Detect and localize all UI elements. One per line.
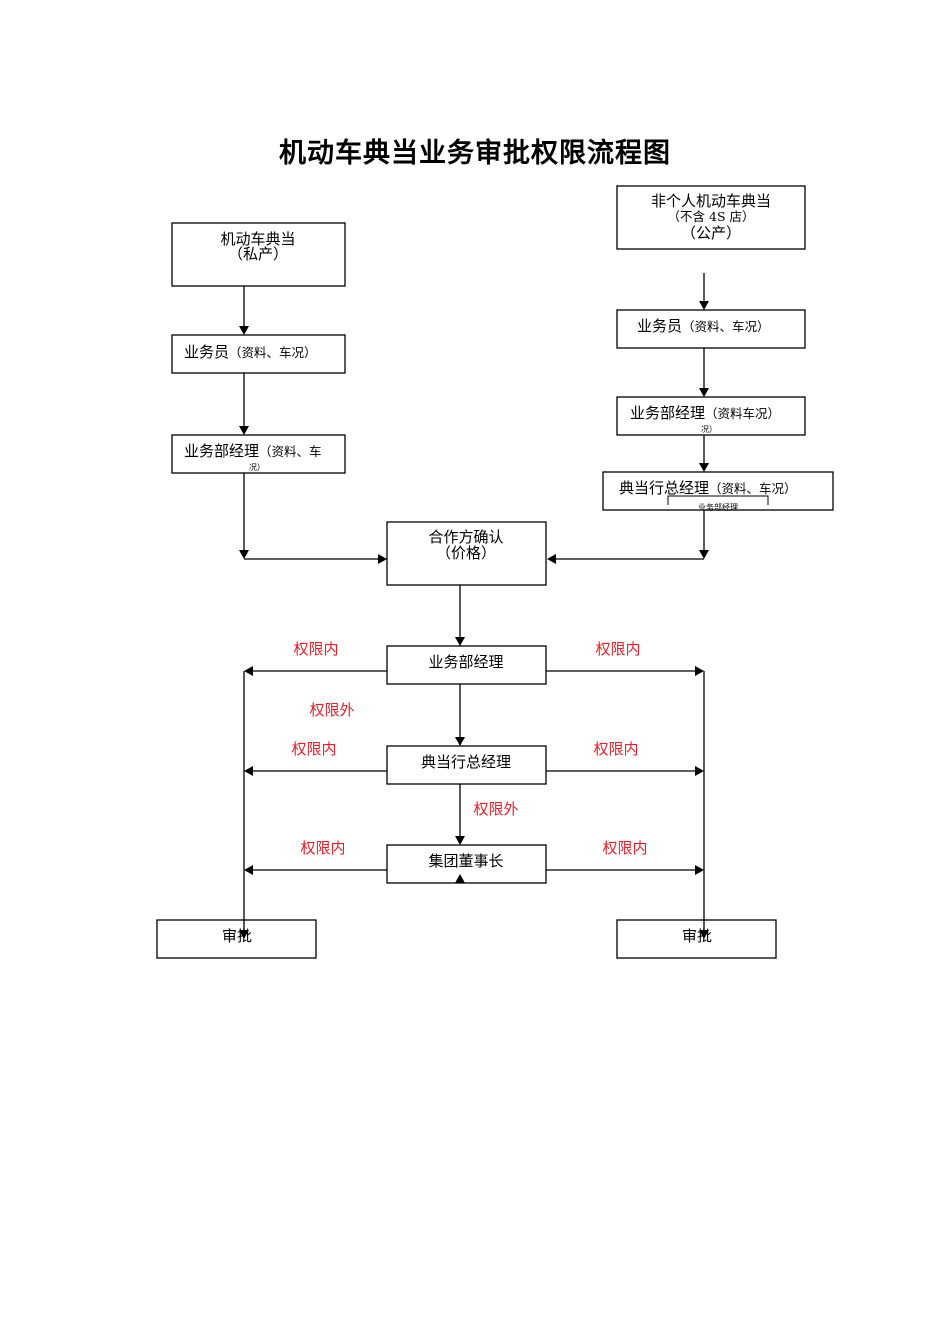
node-box bbox=[616, 185, 806, 250]
label-within-authority: 权限内 bbox=[300, 839, 345, 857]
node-label: 非个人机动车典当 bbox=[651, 192, 771, 210]
node-label-overflow: 业务部经理 bbox=[698, 502, 738, 512]
node-center-general-manager: 典当行总经理 bbox=[386, 745, 547, 785]
arrow-right-icon bbox=[695, 666, 704, 676]
arrow-down-icon bbox=[239, 550, 249, 559]
arrow-down-icon bbox=[699, 388, 709, 397]
node-left-dept-manager: 业务部经理（资料、车 况） bbox=[171, 434, 346, 474]
node-box bbox=[602, 471, 834, 511]
label-within-authority: 权限内 bbox=[593, 740, 638, 758]
arrow-right-icon bbox=[378, 554, 387, 564]
arrow-down-icon bbox=[455, 836, 465, 845]
node-box bbox=[171, 222, 346, 287]
node-box bbox=[386, 521, 547, 586]
node-sublabel: （公产） bbox=[681, 224, 741, 242]
node-label: 业务部经理（资料、车 bbox=[184, 442, 322, 460]
node-box bbox=[171, 334, 346, 374]
arrow-down-icon bbox=[455, 637, 465, 646]
arrow-left-icon bbox=[244, 766, 253, 776]
node-box bbox=[386, 745, 547, 785]
node-box bbox=[616, 919, 777, 959]
node-box bbox=[386, 844, 547, 884]
node-sublabel: （不含 4S 店） bbox=[668, 209, 755, 224]
node-label: 典当行总经理（资料、车况） bbox=[619, 479, 797, 497]
node-group-chairman: 集团董事长 bbox=[386, 844, 547, 884]
arrow-down-icon bbox=[699, 930, 709, 939]
arrow-left-icon bbox=[547, 554, 556, 564]
arrow-down-icon bbox=[699, 550, 709, 559]
node-right-general-manager: 典当行总经理（资料、车况） 业务部经理 bbox=[602, 471, 834, 512]
arrow-down-icon bbox=[699, 301, 709, 310]
node-private-vehicle-pawn: 机动车典当 （私产） bbox=[171, 222, 346, 287]
node-right-dept-manager: 业务部经理（资料车况） 况） bbox=[616, 396, 806, 436]
label-within-authority: 权限内 bbox=[293, 640, 338, 658]
label-beyond-authority: 权限外 bbox=[473, 800, 518, 818]
node-label: 合作方确认 bbox=[428, 528, 503, 546]
page-title: 机动车典当业务审批权限流程图 bbox=[279, 138, 671, 169]
embedded-frame bbox=[667, 495, 769, 505]
node-box bbox=[171, 434, 346, 474]
node-label-main: 业务部经理 bbox=[630, 404, 705, 422]
node-label-detail: （资料车况） bbox=[705, 406, 780, 421]
node-label-overflow: 况） bbox=[249, 463, 265, 472]
arrow-right-icon bbox=[695, 766, 704, 776]
node-partner-confirmation: 合作方确认 （价格） bbox=[386, 521, 547, 586]
arrow-left-icon bbox=[244, 666, 253, 676]
node-label-main: 业务员 bbox=[637, 317, 682, 335]
arrow-down-icon bbox=[239, 426, 249, 435]
node-approval-right: 审批 bbox=[616, 919, 777, 959]
node-label-detail: （资料、车况） bbox=[682, 319, 770, 334]
label-within-authority: 权限内 bbox=[602, 839, 647, 857]
label-within-authority: 权限内 bbox=[595, 640, 640, 658]
node-label: 业务部经理（资料车况） bbox=[630, 404, 780, 422]
node-sublabel: （私产） bbox=[228, 245, 288, 263]
node-box bbox=[616, 309, 806, 349]
node-nonprivate-vehicle-pawn: 非个人机动车典当 （不含 4S 店） （公产） bbox=[616, 185, 806, 250]
node-sublabel: （价格） bbox=[436, 544, 496, 562]
arrow-down-icon bbox=[239, 326, 249, 335]
node-left-clerk: 业务员（资料、车况） bbox=[171, 334, 346, 374]
node-label-detail: （资料、车况） bbox=[709, 481, 797, 496]
node-label: 业务员（资料、车况） bbox=[184, 343, 317, 361]
label-within-authority: 权限内 bbox=[291, 740, 336, 758]
node-label: 业务员（资料、车况） bbox=[637, 317, 770, 335]
arrow-right-icon bbox=[695, 865, 704, 875]
node-label-detail: （资料、车况） bbox=[229, 345, 317, 360]
node-label: 集团董事长 bbox=[428, 852, 503, 870]
node-center-dept-manager: 业务部经理 bbox=[386, 645, 547, 685]
node-label-detail: （资料、车 bbox=[259, 444, 322, 459]
node-label-overflow: 况） bbox=[701, 425, 717, 434]
node-label: 审批 bbox=[222, 927, 252, 945]
arrow-down-icon bbox=[239, 930, 249, 939]
node-label-main: 典当行总经理 bbox=[619, 479, 709, 497]
node-approval-left: 审批 bbox=[156, 919, 317, 959]
node-label: 典当行总经理 bbox=[421, 753, 511, 771]
arrow-down-icon bbox=[455, 737, 465, 746]
arrow-left-icon bbox=[244, 865, 253, 875]
node-label-main: 业务部经理 bbox=[184, 442, 259, 460]
node-label: 审批 bbox=[682, 927, 712, 945]
node-label: 机动车典当 bbox=[220, 230, 295, 248]
node-box bbox=[616, 396, 806, 436]
label-beyond-authority: 权限外 bbox=[309, 701, 354, 719]
node-label: 业务部经理 bbox=[428, 653, 503, 671]
node-label-main: 业务员 bbox=[184, 343, 229, 361]
node-box bbox=[156, 919, 317, 959]
node-right-clerk: 业务员（资料、车况） bbox=[616, 309, 806, 349]
arrow-down-icon bbox=[699, 463, 709, 472]
arrow-up-icon bbox=[455, 874, 465, 883]
node-box bbox=[386, 645, 547, 685]
